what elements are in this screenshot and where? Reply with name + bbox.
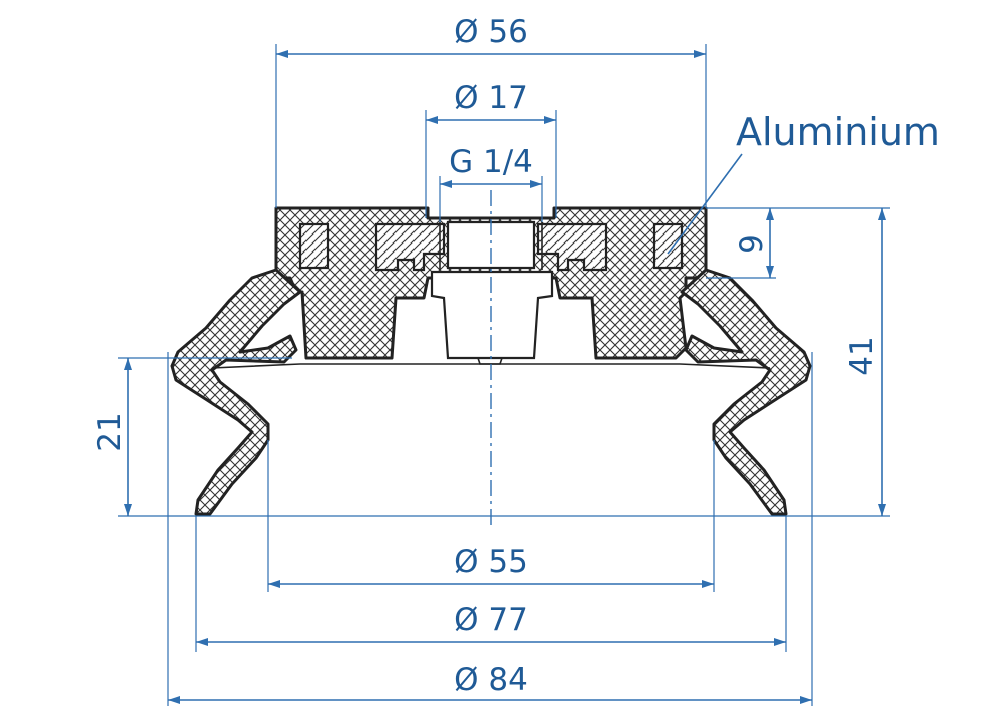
suction-cup-section: [170, 206, 812, 516]
extension-lines: [118, 44, 890, 706]
dim-diameter-56: Ø 56: [454, 14, 528, 50]
dim-thread: G 1/4: [449, 144, 533, 180]
dimension-lines: [124, 50, 886, 704]
dim-diameter-77: Ø 77: [454, 602, 528, 638]
aluminium-core-left: [374, 222, 446, 272]
dim-diameter-17: Ø 17: [454, 80, 528, 116]
aluminium-core-right: [536, 222, 608, 272]
aluminium-insert-right: [652, 222, 684, 270]
nozzle-bore: [430, 270, 554, 360]
dim-height-41: 41: [844, 336, 880, 375]
threaded-bore: [446, 220, 536, 270]
dimension-labels: Ø 56 Ø 17 G 1/4 Ø 55 Ø 77 Ø 84 41 21 9 A…: [92, 14, 940, 698]
right-bellows: [680, 268, 812, 516]
dim-height-9: 9: [734, 234, 770, 254]
aluminium-insert-left: [298, 222, 330, 270]
dim-diameter-84: Ø 84: [454, 662, 528, 698]
left-bellows: [170, 268, 302, 516]
dim-height-21: 21: [92, 412, 128, 451]
material-label: Aluminium: [736, 110, 940, 154]
dim-diameter-55: Ø 55: [454, 544, 528, 580]
